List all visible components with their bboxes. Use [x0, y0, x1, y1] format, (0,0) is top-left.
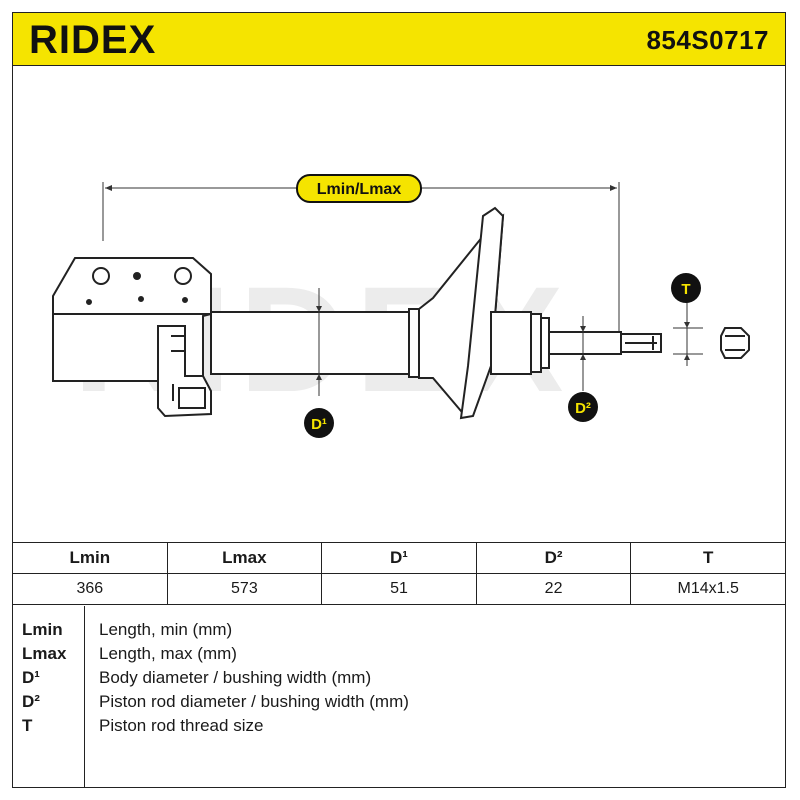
d1-label: D¹	[311, 416, 327, 433]
legend-desc: Piston rod diameter / bushing width (mm)	[99, 692, 409, 711]
length-label-badge: Lmin/Lmax	[296, 174, 422, 203]
header-d2: D²	[475, 542, 632, 574]
header-t: T	[630, 542, 786, 574]
strut-tube	[210, 206, 662, 420]
legend-desc: Length, max (mm)	[99, 644, 237, 663]
header-lmax: Lmax	[166, 542, 323, 574]
table-row: 366 573 51 22 M14x1.5	[12, 573, 786, 605]
value-lmax: 573	[166, 573, 323, 605]
legend-key: D¹	[22, 668, 40, 687]
list-item: D¹ Body diameter / bushing width (mm)	[12, 668, 786, 692]
strut-mount-bracket	[52, 257, 212, 418]
d1-dimension: D¹	[304, 288, 334, 438]
value-t: M14x1.5	[630, 573, 786, 605]
legend: Lmin Length, min (mm) Lmax Length, max (…	[12, 606, 786, 788]
value-d2: 22	[475, 573, 632, 605]
list-item: Lmin Length, min (mm)	[12, 620, 786, 644]
spec-table: Lmin Lmax D¹ D² T 366 573 51 22 M14x1.5	[12, 542, 786, 605]
t-dimension: T	[671, 273, 703, 366]
length-label: Lmin/Lmax	[317, 181, 402, 198]
ridex-logo: RIDEX	[29, 21, 156, 59]
list-item: D² Piston rod diameter / bushing width (…	[12, 692, 786, 716]
legend-key: Lmax	[22, 644, 67, 663]
part-number: 854S0717	[646, 25, 769, 55]
strut-drawing: RIDEX Lmin/Lmax	[52, 174, 750, 438]
legend-key: Lmin	[22, 620, 63, 639]
legend-desc: Length, min (mm)	[99, 620, 233, 639]
legend-desc: Body diameter / bushing width (mm)	[99, 668, 372, 687]
spec-table-header-row: Lmin Lmax D¹ D² T	[12, 542, 786, 574]
header-bar: RIDEX 854S0717	[12, 12, 786, 66]
list-item: T Piston rod thread size	[12, 716, 786, 740]
d2-label: D²	[575, 400, 591, 417]
strut-nut	[720, 327, 750, 359]
value-lmin: 366	[12, 573, 168, 605]
d2-dimension: D²	[568, 316, 598, 422]
header-lmin: Lmin	[12, 542, 168, 574]
list-item: Lmax Length, max (mm)	[12, 644, 786, 668]
legend-key: D²	[22, 692, 40, 711]
header-d1: D¹	[321, 542, 477, 574]
svg-text:RIDEX: RIDEX	[29, 21, 156, 59]
legend-key: T	[22, 716, 33, 735]
legend-divider	[84, 606, 85, 788]
t-label: T	[681, 281, 690, 298]
legend-desc: Piston rod thread size	[99, 716, 264, 735]
value-d1: 51	[321, 573, 477, 605]
